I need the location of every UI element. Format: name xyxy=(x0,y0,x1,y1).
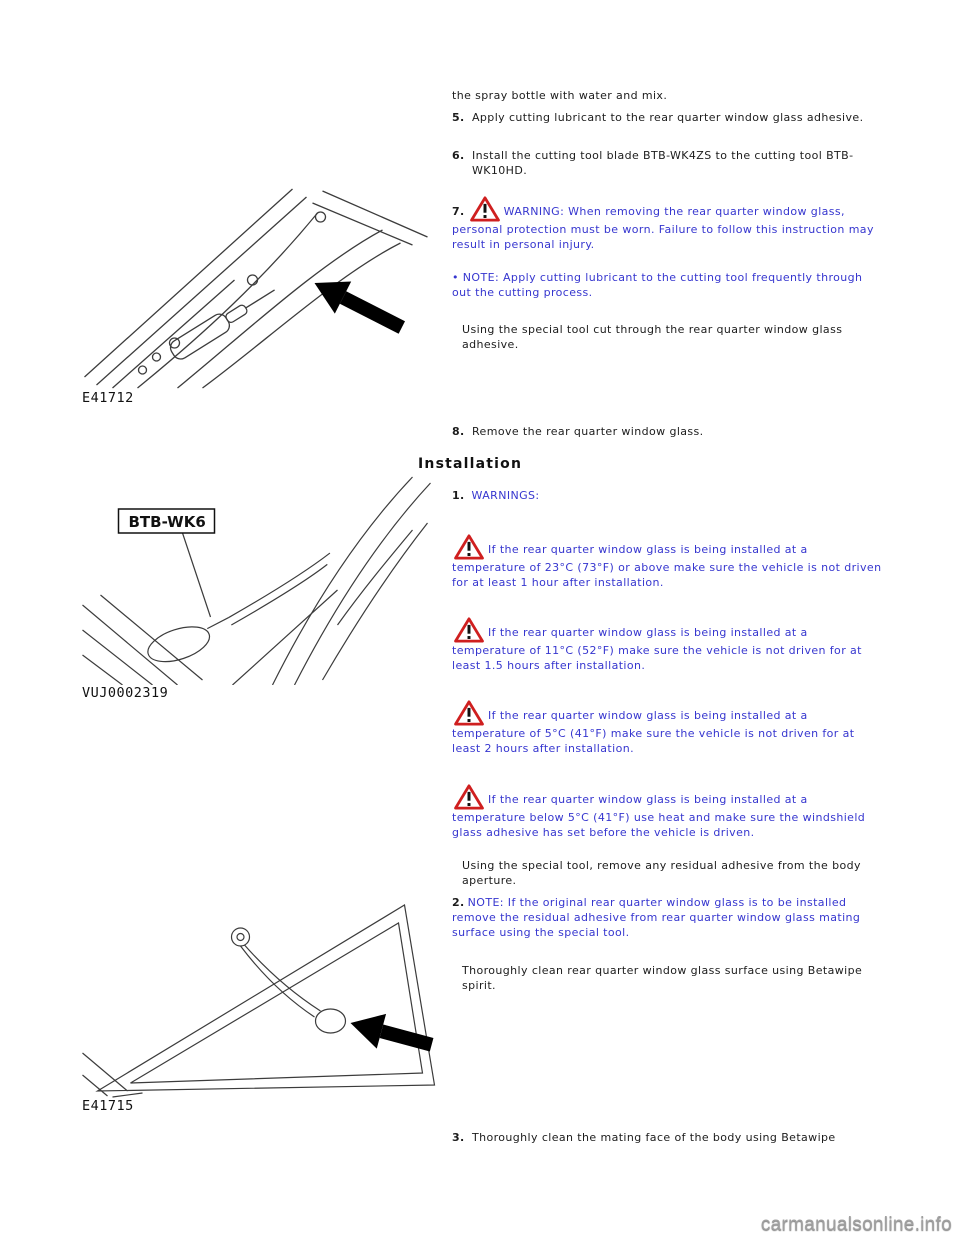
step-8: 8. Remove the rear quarter window glass. xyxy=(452,424,876,439)
step-3-text: Thoroughly clean the mating face of the … xyxy=(472,1131,836,1144)
figure-1-label: E41712 xyxy=(82,390,134,406)
step-7-number: 7. xyxy=(452,205,465,218)
warning-icon xyxy=(454,617,484,643)
step-2: 2.NOTE: If the original rear quarter win… xyxy=(452,895,884,940)
step-6: 6. Install the cutting tool blade BTB-WK… xyxy=(452,148,876,178)
warning-paragraph-4: If the rear quarter window glass is bein… xyxy=(452,784,882,840)
step-2-note-text: NOTE: If the original rear quarter windo… xyxy=(452,896,861,939)
warning-paragraph-3: If the rear quarter window glass is bein… xyxy=(452,700,882,756)
using-tool-cut-body: Using the special tool cut through the r… xyxy=(462,323,843,351)
step-3: 3. Thoroughly clean the mating face of t… xyxy=(452,1130,892,1145)
step-6-number: 6. xyxy=(452,149,465,162)
warning-1-text: If the rear quarter window glass is bein… xyxy=(452,543,882,589)
step-3-number: 3. xyxy=(452,1131,465,1144)
direction-arrow-icon xyxy=(350,1013,434,1052)
using-tool-remove-text: Using the special tool, remove any resid… xyxy=(462,858,876,888)
step-5-text: Apply cutting lubricant to the rear quar… xyxy=(472,111,864,124)
warning-2-text: If the rear quarter window glass is bein… xyxy=(452,626,862,672)
figure-special-tool: BTB-WK6 VUJ0002319 xyxy=(80,475,445,701)
warning-4-text: If the rear quarter window glass is bein… xyxy=(452,793,866,839)
warning-icon xyxy=(469,196,500,222)
warning-3-text: If the rear quarter window glass is bein… xyxy=(452,709,855,755)
continued-sentence-text: the spray bottle with water and mix. xyxy=(452,89,668,102)
step-8-number: 8. xyxy=(452,425,465,438)
figure-2-label: VUJ0002319 xyxy=(82,685,169,701)
step-6-text: Install the cutting tool blade BTB-WK4ZS… xyxy=(472,149,854,177)
figure-adhesive-removal: E41715 xyxy=(80,893,445,1114)
using-tool-remove-body: Using the special tool, remove any resid… xyxy=(462,859,861,887)
note-cutting-lubricant-text: • NOTE: Apply cutting lubricant to the c… xyxy=(452,271,863,299)
clean-glass-text: Thoroughly clean rear quarter window gla… xyxy=(462,963,876,993)
figure-3-label: E41715 xyxy=(82,1098,134,1114)
figure-removal-cutting: E41712 xyxy=(80,185,445,406)
warning-icon xyxy=(454,700,484,726)
figure-2-illustration: BTB-WK6 xyxy=(82,476,431,685)
fig2-tool-label: BTB-WK6 xyxy=(129,513,206,531)
tool-label-box: BTB-WK6 xyxy=(117,508,216,534)
figure-1-illustration xyxy=(84,188,428,389)
watermark: carmanualsonline.info xyxy=(760,1214,952,1235)
figure-3-illustration xyxy=(82,904,436,1098)
step-1-label: WARNINGS: xyxy=(471,489,540,502)
note-cutting-lubricant: • NOTE: Apply cutting lubricant to the c… xyxy=(452,270,880,300)
step-7-warning-text: WARNING: When removing the rear quarter … xyxy=(452,205,874,251)
step-7: 7.WARNING: When removing the rear quarte… xyxy=(452,196,882,252)
warning-paragraph-1: If the rear quarter window glass is bein… xyxy=(452,534,882,590)
step-5-number: 5. xyxy=(452,111,465,124)
step-1: 1. WARNINGS: xyxy=(452,488,876,503)
continued-sentence: the spray bottle with water and mix. xyxy=(452,88,880,103)
step-5: 5. Apply cutting lubricant to the rear q… xyxy=(452,110,876,125)
using-tool-cut-text: Using the special tool cut through the r… xyxy=(462,322,876,352)
installation-heading: Installation xyxy=(418,456,523,472)
step-1-number: 1. xyxy=(452,489,465,502)
direction-arrow-icon xyxy=(314,281,405,334)
warning-paragraph-2: If the rear quarter window glass is bein… xyxy=(452,617,882,673)
step-2-number: 2. xyxy=(452,896,465,909)
clean-glass-body: Thoroughly clean rear quarter window gla… xyxy=(462,964,863,992)
step-8-text: Remove the rear quarter window glass. xyxy=(472,425,704,438)
warning-icon xyxy=(454,534,484,560)
warning-icon xyxy=(454,784,484,810)
